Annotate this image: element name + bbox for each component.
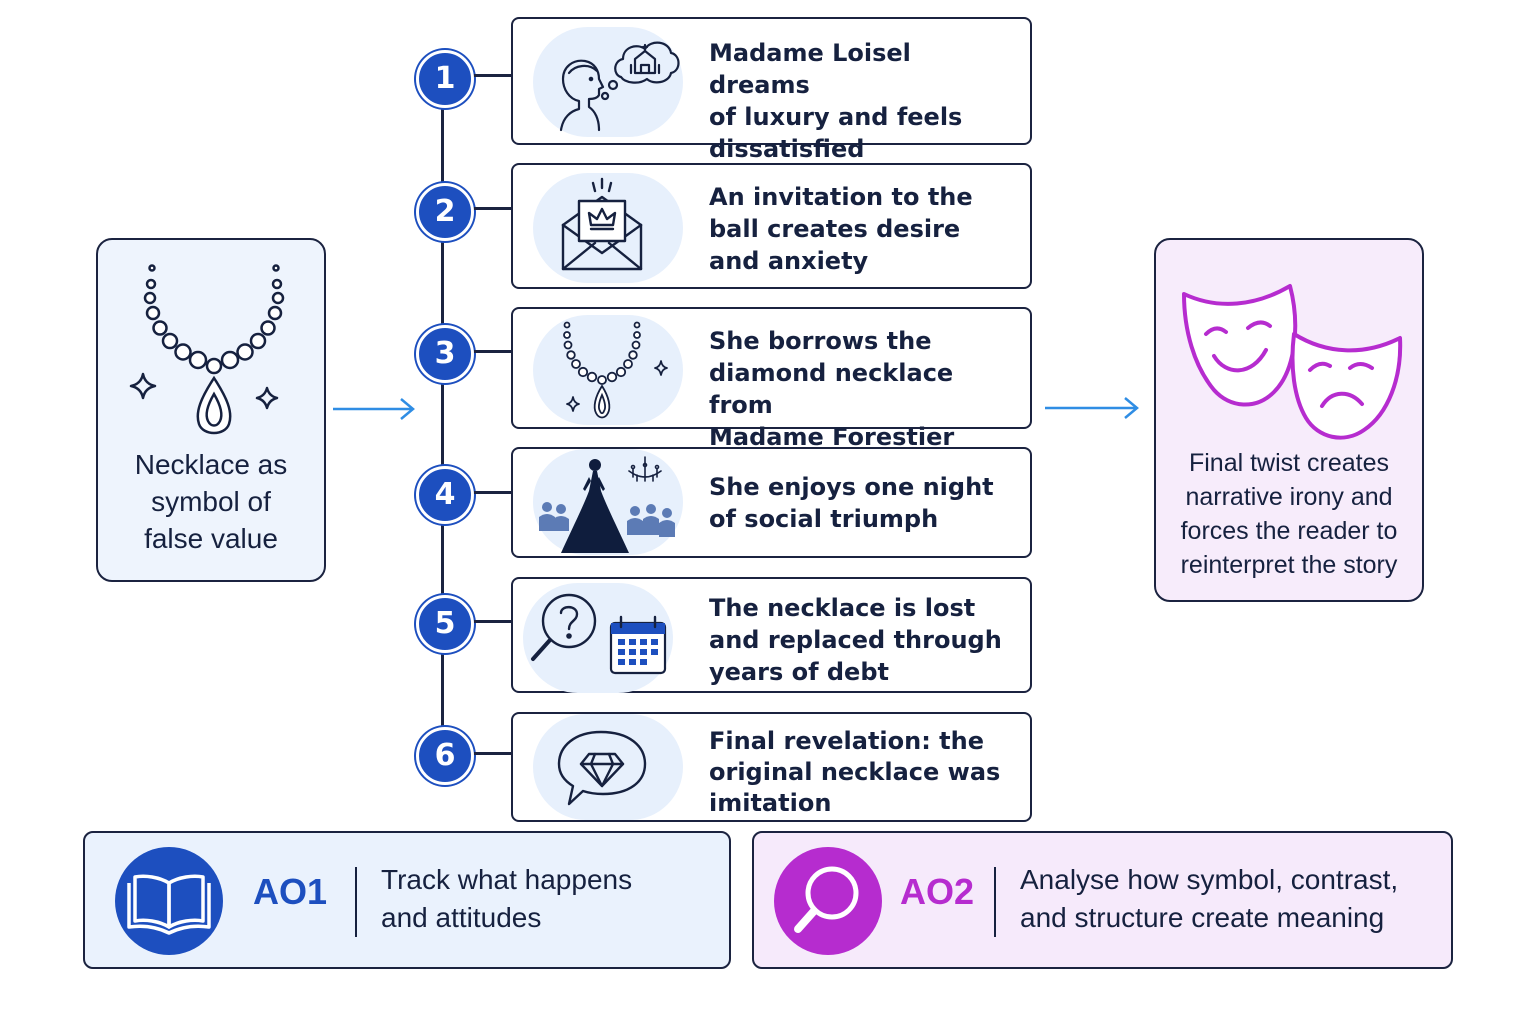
theatre-masks-icon [1182, 284, 1403, 440]
event-icon-bg [533, 714, 683, 820]
flow-arrow-left [331, 396, 417, 422]
event-card-6: Final revelation: the original necklace … [511, 712, 1032, 822]
event-card-2: An invitation to the ball creates desire… [511, 163, 1032, 289]
event-text-2: An invitation to the ball creates desire… [709, 183, 973, 275]
ao1-code: AO1 [253, 871, 328, 912]
ao2-divider [994, 867, 996, 937]
search-calendar-icon [531, 593, 667, 675]
ball-gown-icon [539, 456, 675, 553]
event-card-3: She borrows the diamond necklace from Ma… [511, 307, 1032, 451]
ao2-box: AO2 Analyse how symbol, contrast, and st… [752, 831, 1453, 969]
step-marker-2: 2 [416, 183, 474, 241]
step-marker-6: 6 [416, 727, 474, 785]
ao1-divider [355, 867, 357, 937]
event-card-5: The necklace is lost and replaced throug… [511, 577, 1032, 693]
twist-box: Final twist creates narrative irony and … [1154, 238, 1424, 602]
step-marker-4: 4 [416, 466, 474, 524]
event-icon-bg [523, 583, 673, 693]
step-connector-3 [474, 350, 511, 353]
ao1-text: Track what happens and attitudes [381, 864, 633, 933]
magnifier-icon [794, 866, 859, 933]
step-connector-4 [474, 491, 511, 494]
open-book-icon [127, 874, 211, 935]
ao2-text: Analyse how symbol, contrast, and struct… [1020, 864, 1399, 933]
symbol-label: Necklace as symbol of false value [134, 449, 288, 554]
symbol-box: Necklace as symbol of false value [96, 238, 326, 582]
event-icon-bg [533, 315, 683, 425]
step-marker-1: 1 [416, 50, 474, 108]
necklace-icon [129, 264, 285, 435]
event-text-1: Madame Loisel dreams of luxury and feels… [709, 39, 963, 163]
event-icon-bg [533, 449, 683, 555]
event-text-5: The necklace is lost and replaced throug… [709, 594, 1002, 686]
necklace-icon [563, 321, 668, 419]
twist-label: Final twist creates narrative irony and … [1180, 449, 1398, 579]
event-icon-bg [533, 173, 683, 283]
step-connector-6 [474, 752, 511, 755]
step-marker-3: 3 [416, 325, 474, 383]
timeline-spine [441, 80, 444, 752]
event-text-6: Final revelation: the original necklace … [709, 727, 1001, 817]
step-connector-5 [474, 620, 511, 623]
step-marker-5: 5 [416, 595, 474, 653]
event-text-4: She enjoys one night of social triumph [709, 473, 994, 533]
event-card-1: Madame Loisel dreams of luxury and feels… [511, 17, 1032, 163]
event-icon-bg [533, 27, 683, 137]
step-connector-2 [474, 207, 511, 210]
step-connector-1 [474, 74, 511, 77]
event-text-3: She borrows the diamond necklace from Ma… [709, 327, 955, 451]
diamond-speech-icon [557, 730, 647, 806]
ao2-code: AO2 [900, 871, 975, 912]
invitation-envelope-icon [561, 177, 643, 271]
daydream-icon [559, 41, 680, 132]
ao2-badge [774, 847, 882, 955]
event-card-4: She enjoys one night of social triumph [511, 447, 1032, 558]
flow-arrow-right [1043, 395, 1141, 421]
ao1-box: AO1 Track what happens and attitudes [83, 831, 731, 969]
ao1-badge [115, 847, 223, 955]
